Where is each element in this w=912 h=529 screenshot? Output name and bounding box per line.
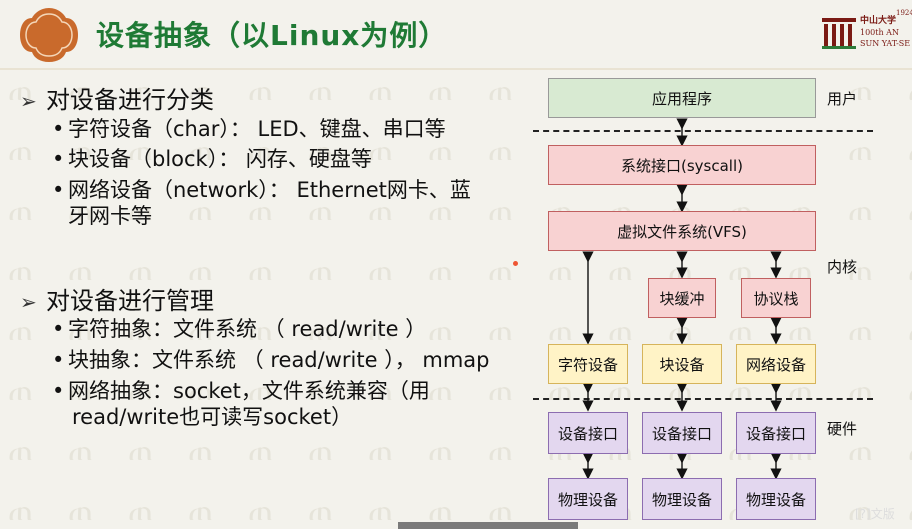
- physical-device-box: 物理设备: [736, 478, 816, 520]
- list-item-continuation: read/write也可读写socket）: [72, 405, 353, 429]
- physical-device-box: 物理设备: [642, 478, 722, 520]
- laser-pointer-dot: [513, 261, 518, 266]
- list-item: •网络抽象：socket，文件系统兼容（用: [52, 379, 430, 403]
- university-name: 1924 中山大学 100th AN SUN YAT-SE: [860, 9, 912, 48]
- title-underline: [0, 68, 912, 70]
- app-box: 应用程序: [548, 78, 816, 118]
- page-title: 设备抽象（以Linux为例）: [96, 19, 448, 52]
- video-progress-bar[interactable]: [398, 522, 578, 529]
- list-item: •字符抽象：文件系统 （ read/write ）: [52, 317, 427, 341]
- vfs-box: 虚拟文件系统(VFS): [548, 211, 816, 251]
- syscall-box: 系统接口(syscall): [548, 145, 816, 185]
- block-cache-box: 块缓冲: [648, 278, 716, 318]
- device-interface-box: 设备接口: [548, 412, 628, 454]
- physical-device-box: 物理设备: [548, 478, 628, 520]
- section-heading-manage: ➢对设备进行管理: [20, 287, 214, 315]
- block-device-box: 块设备: [642, 344, 722, 384]
- network-device-box: 网络设备: [736, 344, 816, 384]
- list-item-continuation: 牙网卡等: [68, 204, 152, 228]
- layer-label-hardware: 硬件: [827, 420, 858, 438]
- kernel-hardware-divider: [533, 398, 873, 400]
- logo-icon: [20, 8, 78, 62]
- list-item: •块抽象：文件系统 （ read/write ）， mmap: [52, 348, 490, 372]
- section-heading-classify: ➢对设备进行分类: [20, 86, 214, 114]
- device-interface-box: 设备接口: [736, 412, 816, 454]
- char-device-box: 字符设备: [548, 344, 628, 384]
- device-interface-box: 设备接口: [642, 412, 722, 454]
- university-logo-icon: [822, 18, 856, 49]
- list-item: •字符设备（char）： LED、键盘、串口等: [52, 117, 446, 141]
- list-item: •块设备（block）： 闪存、硬盘等: [52, 147, 372, 171]
- layer-label-user: 用户: [827, 90, 858, 108]
- list-item: •网络设备（network）： Ethernet网卡、蓝: [52, 178, 471, 202]
- layer-label-kernel: 内核: [827, 258, 858, 276]
- watermark: [?]文版: [855, 507, 895, 521]
- user-kernel-divider: [533, 130, 873, 132]
- protocol-stack-box: 协议栈: [741, 278, 811, 318]
